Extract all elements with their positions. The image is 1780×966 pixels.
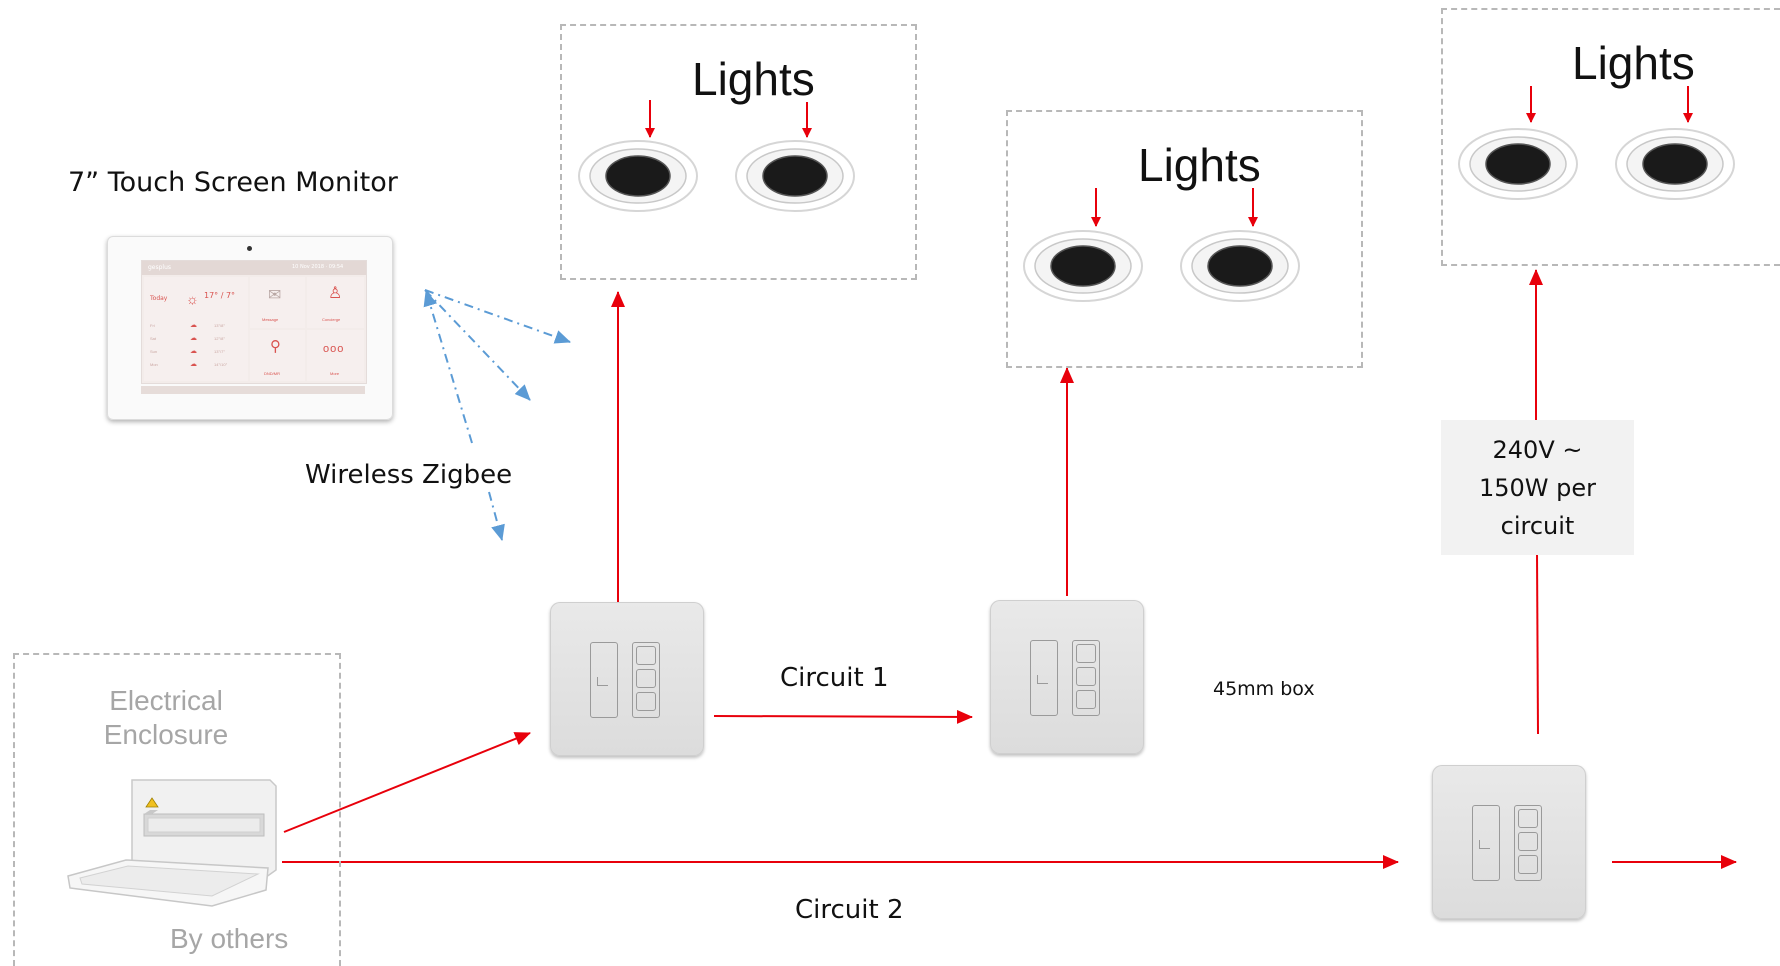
zigbee-signal <box>488 491 505 541</box>
enclosure-title-line2: Enclosure <box>103 719 229 750</box>
feed-switch3-to-spec-box <box>1536 552 1539 735</box>
mail-icon: ✉ <box>268 287 282 304</box>
switch-buttons <box>1514 805 1542 881</box>
enclosure-title-line1: Electrical <box>109 685 223 716</box>
touch-screen-monitor: gesplus 10 Nov 2018 · 09:54 Today ☼ 17° … <box>107 236 393 420</box>
temperature-readout: 17° / 7° <box>204 291 236 300</box>
forecast-temp: 12°/8° <box>214 336 225 341</box>
monitor-title: 7” Touch Screen Monitor <box>68 167 398 198</box>
zigbee-signal <box>423 290 473 444</box>
cloud-icon: ☁ <box>190 322 197 329</box>
forecast-temp: 14°/10° <box>214 362 228 367</box>
tile-label: More <box>330 371 340 376</box>
downlight-icon <box>735 140 855 212</box>
tile-dnd[interactable] <box>250 330 305 381</box>
wall-switch-3[interactable] <box>1432 765 1586 919</box>
electrical-enclosure-icon <box>67 779 277 907</box>
circuit-1-line <box>713 709 973 724</box>
circuit-2-label: Circuit 2 <box>795 895 904 925</box>
switch-rocker <box>590 642 618 718</box>
spec-line-3: circuit <box>1500 511 1575 540</box>
spec-line-2: 150W per <box>1478 473 1597 502</box>
downlight-icon <box>1458 128 1578 200</box>
switch-rocker <box>1472 805 1500 881</box>
door-hanger-icon: ⚲ <box>270 338 281 355</box>
enclosure-note: By others <box>170 923 289 954</box>
cloud-icon: ☁ <box>190 348 197 355</box>
tile-more[interactable] <box>307 330 364 381</box>
forecast-temp: 13°/7° <box>214 349 225 354</box>
monitor-screen: gesplus 10 Nov 2018 · 09:54 Today ☼ 17° … <box>141 260 367 384</box>
cloud-icon: ☁ <box>190 361 197 368</box>
lights-group-2 <box>1006 110 1363 368</box>
monitor-camera <box>247 246 252 251</box>
forecast-day: Sun <box>150 349 158 354</box>
forecast-day: Mon <box>150 362 158 367</box>
box-note: 45mm box <box>1213 678 1315 700</box>
concierge-icon: ♙ <box>328 285 343 302</box>
enclosure-to-switch1 <box>283 732 531 833</box>
wall-switch-1[interactable] <box>550 602 704 756</box>
forecast-temp: 13°/8° <box>214 323 225 328</box>
lights-group-3-title: Lights <box>1572 37 1695 89</box>
cloud-icon: ☁ <box>190 335 197 342</box>
more-icon: ooo <box>323 343 345 355</box>
downlight-icon <box>578 140 698 212</box>
monitor-date: 10 Nov 2018 · 09:54 <box>292 264 344 270</box>
forecast-day: Fri <box>150 323 155 328</box>
tile-label: Concierge <box>322 317 341 322</box>
downlight-icon <box>1180 230 1300 302</box>
lights-group-2-title: Lights <box>1138 139 1261 191</box>
monitor-bottom-strip <box>141 386 365 394</box>
lights-group-1 <box>560 24 917 280</box>
zigbee-signal <box>424 289 571 344</box>
enclosure-title: Electrical Enclosure <box>86 684 246 752</box>
circuit-1-label: Circuit 1 <box>780 663 889 693</box>
tile-message[interactable] <box>250 277 305 328</box>
monitor-status-bar <box>142 261 366 275</box>
monitor-brand: gesplus <box>148 264 172 271</box>
lights-group-3 <box>1441 8 1780 266</box>
tile-label: DND/MR <box>264 371 280 376</box>
wall-switch-2[interactable] <box>990 600 1144 754</box>
spec-line-1: 240V ~ <box>1492 435 1583 464</box>
wireless-zigbee-label: Wireless Zigbee <box>305 460 513 490</box>
power-spec-box: 240V ~ 150W per circuit <box>1441 420 1634 555</box>
lights-group-1-title: Lights <box>692 53 815 105</box>
sun-icon: ☼ <box>186 291 199 307</box>
downlight-icon <box>1023 230 1143 302</box>
electrical-enclosure-group <box>13 653 341 966</box>
switch-buttons <box>632 642 660 718</box>
tile-concierge[interactable] <box>307 277 364 328</box>
forecast-day: Sat <box>150 336 157 341</box>
today-label: Today <box>150 295 168 302</box>
downlight-icon <box>1615 128 1735 200</box>
weather-panel <box>144 277 248 381</box>
switch-rocker <box>1030 640 1058 716</box>
tile-label: Message <box>262 317 279 322</box>
zigbee-signal <box>424 289 531 401</box>
switch-buttons <box>1072 640 1100 716</box>
